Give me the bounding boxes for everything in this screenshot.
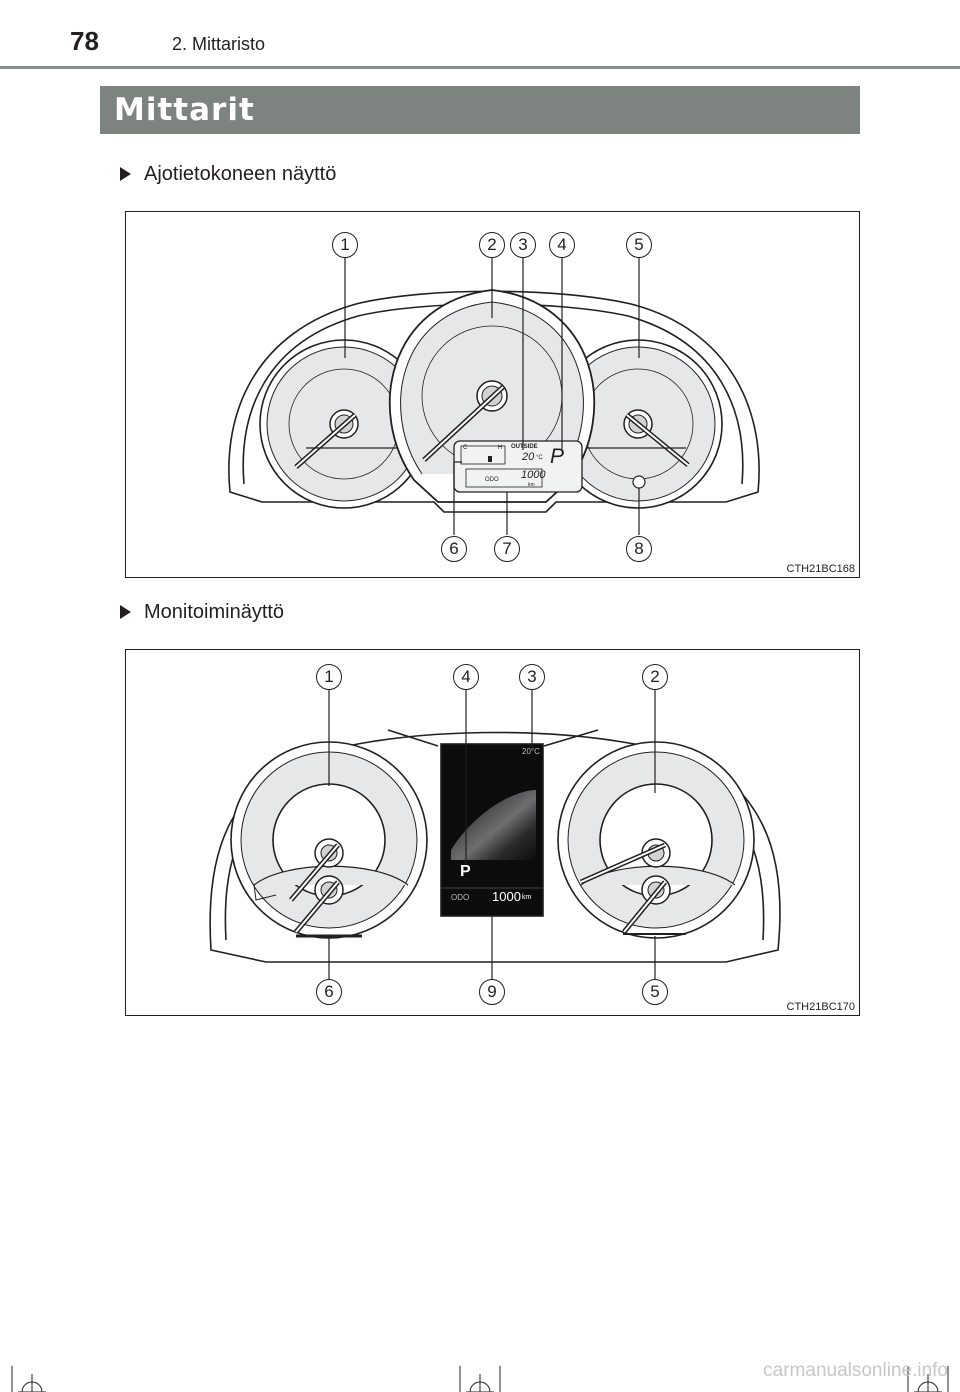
lcd-gear-indicator: P <box>550 445 565 468</box>
callout-2: 2 <box>642 664 668 690</box>
callout-4: 4 <box>453 664 479 690</box>
figure1-heading-text: Ajotietokoneen näyttö <box>144 163 337 185</box>
callout-7: 7 <box>494 536 520 562</box>
figure2-instrument-cluster: 20°C P ODO 1000 km 1 4 3 2 6 9 5 CTH21BC… <box>125 649 860 1016</box>
lcd-outside-temp: 20 <box>522 451 535 463</box>
callout-1: 1 <box>316 664 342 690</box>
running-head: 2. Mittaristo <box>172 34 266 54</box>
display-outside-temp: 20°C <box>522 747 540 756</box>
cluster-illustration <box>228 255 760 535</box>
figure2-code: CTH21BC170 <box>786 1001 855 1013</box>
callout-9: 9 <box>479 979 505 1005</box>
bullet-triangle-icon <box>120 605 131 619</box>
callout-3: 3 <box>510 232 536 258</box>
center-display <box>440 743 544 917</box>
display-odo-unit: km <box>522 894 532 901</box>
lcd-cold-label: C <box>463 445 468 451</box>
figure2-heading-text: Monitoiminäyttö <box>144 601 285 623</box>
section-title-band: Mittarit <box>100 86 860 134</box>
callout-5: 5 <box>626 232 652 258</box>
display-gear-indicator: P <box>460 863 471 880</box>
header-rule <box>0 66 960 69</box>
figure1-heading: Ajotietokoneen näyttö <box>120 163 336 186</box>
page-number: 78 <box>70 26 99 56</box>
callout-1: 1 <box>332 232 358 258</box>
figure1-instrument-cluster: C H OUTSIDE 20 °C P ODO 1000 km 1 2 3 4 … <box>125 211 860 578</box>
center-gauge <box>388 289 596 503</box>
right-gauge <box>553 339 723 509</box>
figure1-code: CTH21BC168 <box>786 563 855 575</box>
right-dial <box>557 741 755 939</box>
bullet-triangle-icon <box>120 167 131 181</box>
callout-6: 6 <box>316 979 342 1005</box>
lcd-odo-unit: km <box>528 482 535 488</box>
callout-6: 6 <box>441 536 467 562</box>
lcd-outside-label: OUTSIDE <box>511 444 538 450</box>
registration-marks <box>11 1366 949 1392</box>
figure2-heading: Monitoiminäyttö <box>120 601 284 624</box>
display-odo-label: ODO <box>451 893 470 902</box>
callout-2: 2 <box>479 232 505 258</box>
display-odo-value: 1000 <box>492 889 521 904</box>
callout-8: 8 <box>626 536 652 562</box>
lcd-odo-label: ODO <box>485 477 499 483</box>
cluster-illustration <box>209 690 781 980</box>
watermark: carmanualsonline.info <box>763 1360 948 1381</box>
lcd-hot-label: H <box>498 445 503 451</box>
left-gauge <box>259 339 429 509</box>
callout-5: 5 <box>642 979 668 1005</box>
lcd-odo-value: 1000 <box>521 469 546 481</box>
callout-4: 4 <box>549 232 575 258</box>
left-dial <box>230 741 428 939</box>
callout-3: 3 <box>519 664 545 690</box>
lcd-temp-unit: °C <box>536 455 543 461</box>
section-title: Mittarit <box>114 92 255 128</box>
